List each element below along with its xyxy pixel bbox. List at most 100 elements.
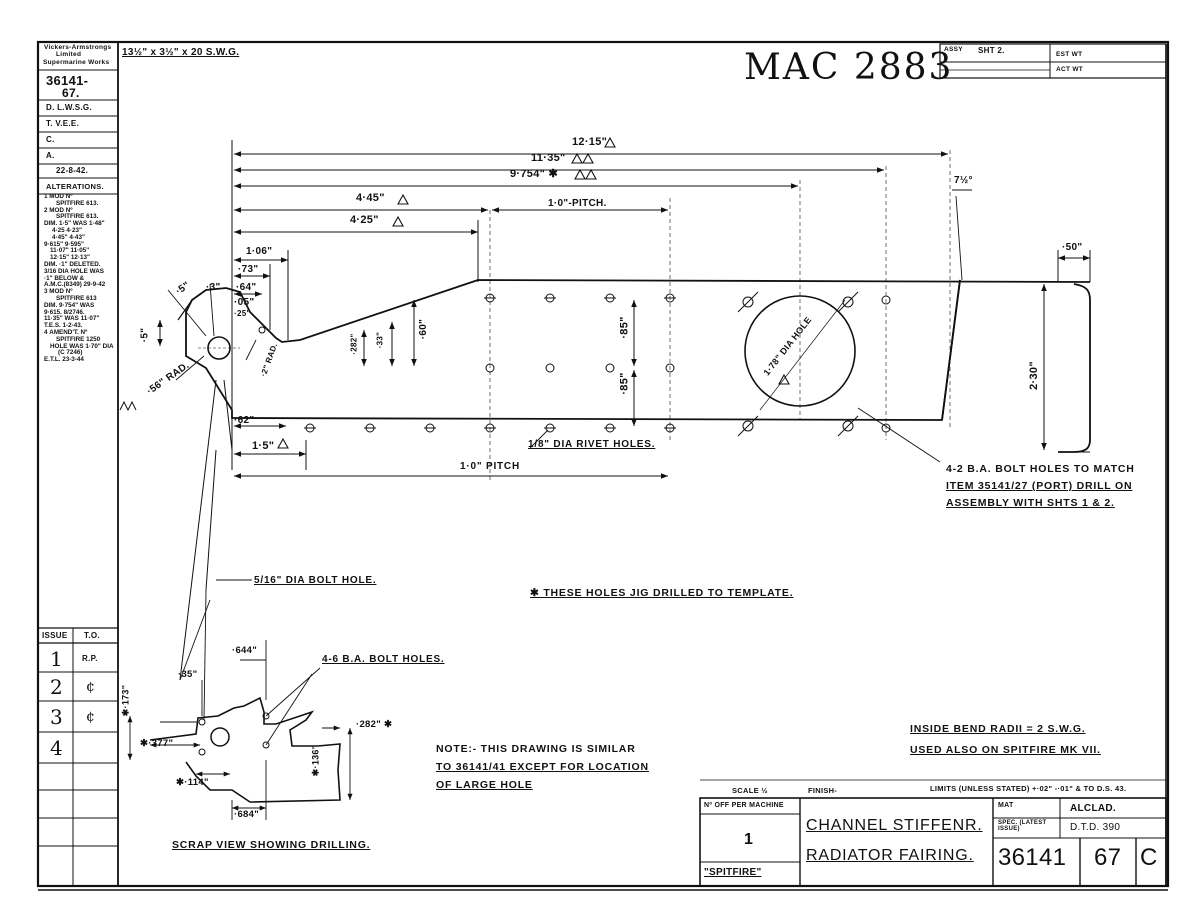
part-title-line2: RADIATOR FAIRING. bbox=[806, 847, 974, 864]
dim-64: ·64" bbox=[236, 282, 257, 293]
firm-name: Vickers-Armstrongs bbox=[44, 44, 112, 51]
approval-c: C. bbox=[46, 135, 55, 144]
dim-60: ·60" bbox=[418, 318, 430, 340]
alteration-3: 3 MOD Nº bbox=[44, 288, 73, 296]
issue-letter: C bbox=[1140, 844, 1158, 871]
issue-1: 1 bbox=[50, 647, 64, 671]
scale-label: SCALE ½ bbox=[732, 786, 768, 795]
alteration-3-line: 9·615. 8/2746. bbox=[44, 308, 85, 316]
scrap-dim-136: ✱·136" bbox=[310, 744, 321, 777]
est-wt-label: EST WT bbox=[1056, 51, 1083, 58]
bend-radii-note: INSIDE BEND RADII = 2 S.W.G. bbox=[910, 723, 1086, 735]
dim-pitch-top: 1·0"-PITCH. bbox=[548, 198, 607, 209]
alteration-3-line: SPITFIRE 613 bbox=[56, 294, 97, 302]
firm-works: Supermarine Works bbox=[43, 59, 110, 66]
bolt-hole-note: 5/16" DIA BOLT HOLE. bbox=[254, 575, 377, 586]
drawing-number: 36141 bbox=[998, 844, 1067, 871]
approval-t: T. V.E.E. bbox=[46, 119, 80, 128]
approval-a: A. bbox=[46, 151, 55, 160]
alteration-1: 1 MOD Nº bbox=[44, 193, 73, 200]
part-title-line1: CHANNEL STIFFENR. bbox=[806, 817, 983, 834]
limits-label: LIMITS (UNLESS STATED) +·02" -·01" & TO … bbox=[930, 784, 1127, 793]
act-wt-label: ACT WT bbox=[1056, 66, 1084, 73]
sheet-number: SHT 2. bbox=[978, 46, 1005, 55]
dim-50: ·50" bbox=[1062, 242, 1083, 253]
alteration-2-line: 11·07" 11·05" bbox=[50, 247, 90, 255]
scrap-dim-173: ✱·173" bbox=[120, 684, 131, 717]
alteration-2-line: A.M.C.(8349) 29-9-42 bbox=[44, 281, 106, 289]
ba-holes-note: 4-6 B.A. BOLT HOLES. bbox=[322, 654, 445, 665]
dim-3: ·3" bbox=[206, 282, 221, 293]
handwritten-ref: MAC 2883 bbox=[744, 47, 954, 88]
scrap-dim-114: ✱·114" bbox=[176, 777, 209, 788]
dim-1-06: 1·06" bbox=[246, 246, 273, 257]
alteration-2: 2 MOD Nº bbox=[44, 206, 73, 214]
drawing-ref-sub: 67. bbox=[62, 86, 80, 100]
dim-11-35: 11·35" bbox=[531, 152, 566, 164]
scrap-dim-377: ✱·377" bbox=[140, 738, 174, 749]
alteration-3-line: DIM. 9·754" WAS bbox=[44, 301, 95, 309]
alteration-1-line: SPITFIRE 613. bbox=[56, 199, 99, 207]
alteration-2-line: 12·15" 12·13" bbox=[50, 254, 90, 262]
alteration-4-line: E.T.L. 23-3-44 bbox=[44, 356, 84, 364]
spec-label: SPEC. (LATEST ISSUE) bbox=[998, 820, 1047, 832]
dim-4-25: 4·25" bbox=[350, 214, 379, 226]
alteration-2-line: DIM. ·1" DELETED. bbox=[44, 260, 101, 268]
alteration-4-line: HOLE WAS 1·70" DIA bbox=[50, 342, 114, 350]
dim-282: ·282" bbox=[349, 333, 359, 355]
spitfire-note: USED ALSO ON SPITFIRE MK VII. bbox=[910, 744, 1101, 756]
no-off-value: 1 bbox=[744, 831, 754, 848]
pitch-bottom: 1·0" PITCH bbox=[460, 461, 520, 472]
dim-25: ·25" bbox=[234, 309, 251, 318]
dim-85-upper: ·85" bbox=[618, 316, 631, 339]
note-line2: TO 36141/41 EXCEPT FOR LOCATION bbox=[436, 761, 649, 773]
bolt-note-line2: ITEM 35141/27 (PORT) DRILL ON bbox=[946, 480, 1133, 492]
jig-note: ✱ THESE HOLES JIG DRILLED TO TEMPLATE. bbox=[530, 587, 794, 599]
dim-2-30: 2·30" bbox=[1027, 361, 1040, 390]
issue-3-to: ¢ bbox=[86, 709, 96, 725]
dim-05: ·05" bbox=[234, 297, 255, 308]
item-number: 67 bbox=[1094, 844, 1122, 871]
assy-label: ASSY bbox=[944, 46, 963, 53]
bolt-note-line1: 4-2 B.A. BOLT HOLES TO MATCH bbox=[946, 463, 1135, 475]
rivet-holes-note: 1/8" DIA RIVET HOLES. bbox=[528, 439, 656, 450]
approval-d: D. L.W.S.G. bbox=[46, 103, 92, 112]
mat-label: MAT bbox=[998, 802, 1014, 809]
issue-2-to: ¢ bbox=[86, 679, 96, 695]
alteration-4-line: (C 7246) bbox=[58, 349, 83, 357]
material-value: ALCLAD. bbox=[1070, 803, 1116, 814]
dim-85-lower: ·85" bbox=[618, 372, 631, 395]
to-header: T.O. bbox=[84, 631, 100, 640]
issue-1-to: R.P. bbox=[82, 654, 98, 663]
issue-4: 4 bbox=[50, 736, 64, 760]
material-stock: 13½" x 3½" x 20 S.W.G. bbox=[122, 47, 240, 58]
dim-5-side: ·5" bbox=[139, 327, 151, 343]
spec-value: D.T.D. 390 bbox=[1070, 822, 1121, 833]
alteration-2-line: ·1" BELOW & bbox=[44, 274, 85, 282]
alterations-list: 1 MOD Nº SPITFIRE 613. 2 MOD Nº SPITFIRE… bbox=[44, 193, 116, 364]
dim-1-5: 1·5" bbox=[252, 440, 275, 452]
alteration-2-line: SPITFIRE 613. bbox=[56, 213, 99, 221]
alteration-2-line: 3/16 DIA HOLE WAS bbox=[44, 267, 104, 275]
dim-33: ·33" bbox=[375, 331, 385, 349]
alterations-title: ALTERATIONS. bbox=[46, 182, 104, 191]
drawing-ref: 36141- bbox=[46, 73, 89, 88]
scrap-dim-684: ·684" bbox=[234, 809, 260, 820]
scrap-dim-282: ·282" ✱ bbox=[356, 719, 393, 730]
scrap-view-caption: SCRAP VIEW SHOWING DRILLING. bbox=[172, 839, 371, 851]
alteration-2-line: 4·25 4·23" bbox=[52, 226, 82, 234]
note-line3: OF LARGE HOLE bbox=[436, 779, 533, 791]
dim-73: ·73" bbox=[238, 264, 259, 275]
firm-name-line2: Limited bbox=[56, 51, 82, 58]
issue-2: 2 bbox=[50, 675, 64, 699]
dim-12-15: 12·15" bbox=[572, 136, 608, 148]
dim-62: ·62" bbox=[234, 415, 255, 426]
dim-9-754: 9·754" ✱ bbox=[510, 168, 559, 180]
alteration-4: 4 AMEND'T. Nº bbox=[44, 328, 88, 336]
drawing-date: 22-8-42. bbox=[56, 166, 89, 175]
issue-3: 3 bbox=[50, 705, 64, 729]
alteration-2-line: 9·615" 9·595" bbox=[44, 240, 84, 248]
scrap-dim-644: ·644" bbox=[232, 645, 258, 656]
alteration-3-line: T.E.S. 1-2-43. bbox=[44, 322, 83, 330]
